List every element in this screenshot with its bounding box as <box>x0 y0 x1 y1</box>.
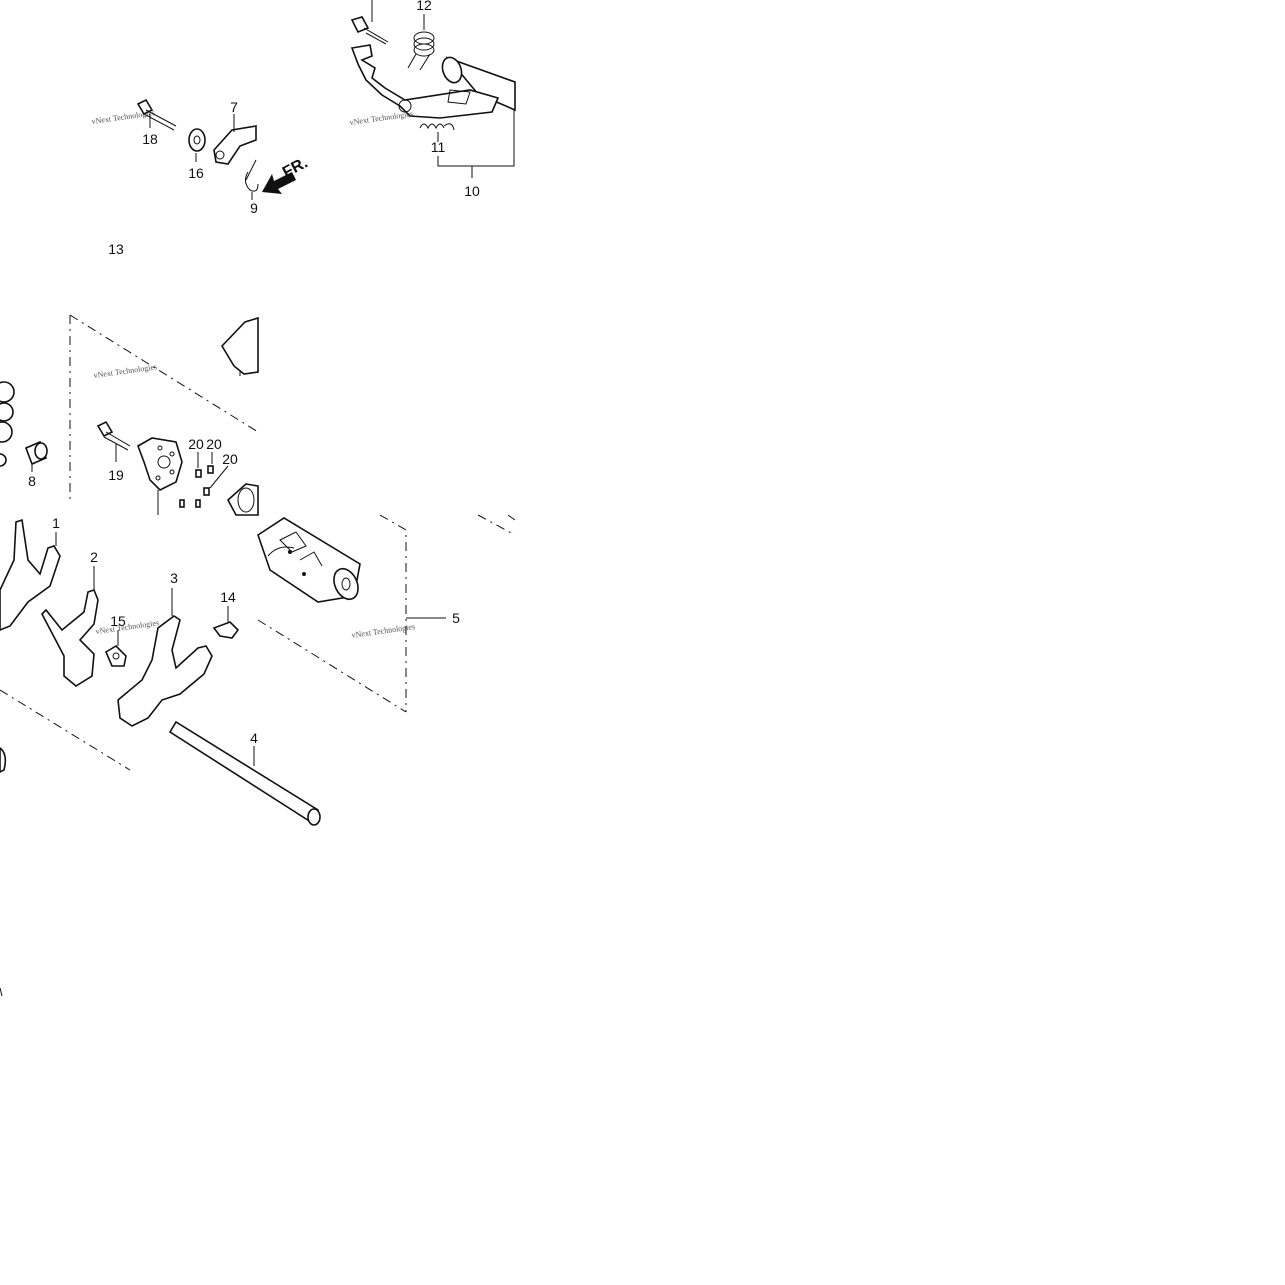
watermark-2: vNext Technologies <box>349 109 414 127</box>
stopper-arm-assembly <box>136 98 259 200</box>
spring-11 <box>419 123 455 131</box>
watermark-3: vNext Technologies <box>93 362 158 380</box>
callout-1: 1 <box>52 515 60 531</box>
callout-7: 7 <box>230 99 238 115</box>
callout-11: 11 <box>431 139 446 155</box>
callout-numbers: 12 7 18 11 16 10 9 13 20 20 20 19 8 1 2 … <box>28 0 480 746</box>
callout-20-b: 20 <box>206 436 222 452</box>
callout-8: 8 <box>28 473 36 489</box>
callout-3: 3 <box>170 570 178 586</box>
callout-12: 12 <box>416 0 432 13</box>
callout-10: 10 <box>464 183 480 199</box>
callout-13: 13 <box>108 241 124 257</box>
bolt-14 <box>212 606 240 639</box>
stray-mark <box>0 987 3 997</box>
shift-fork-1 <box>0 518 61 631</box>
callout-9: 9 <box>250 200 258 216</box>
shift-drum-center <box>137 437 183 515</box>
shift-drum-assembly <box>0 314 516 771</box>
spring-12 <box>407 31 435 71</box>
shift-drum-5 <box>257 517 361 603</box>
callout-20-a: 20 <box>188 436 204 452</box>
guide-pin-15 <box>104 630 127 667</box>
watermark-4: vNext Technologies <box>95 618 160 636</box>
shift-arm-assembly <box>350 0 516 178</box>
front-direction-arrow: FR. <box>262 154 311 194</box>
shift-fork-2 <box>41 566 99 687</box>
callout-19: 19 <box>108 467 124 483</box>
callout-2: 2 <box>90 549 98 565</box>
callout-15: 15 <box>110 613 126 629</box>
shift-fork-shaft-4 <box>168 720 321 826</box>
callout-4: 4 <box>250 730 258 746</box>
callout-16: 16 <box>188 165 204 181</box>
callout-14: 14 <box>220 589 236 605</box>
collar-8 <box>24 440 48 472</box>
watermarks: vNext Technologies vNext Technologies vN… <box>91 108 416 640</box>
dowel-pins-20 <box>179 452 229 508</box>
shift-forks <box>0 518 321 826</box>
callout-18: 18 <box>142 131 158 147</box>
callout-20-c: 20 <box>222 451 238 467</box>
bolt-19 <box>96 420 131 462</box>
watermark-1: vNext Technologies <box>91 108 156 126</box>
callout-5: 5 <box>452 610 460 626</box>
watermark-5: vNext Technologies <box>351 622 416 640</box>
shift-fork-3 <box>117 588 213 727</box>
